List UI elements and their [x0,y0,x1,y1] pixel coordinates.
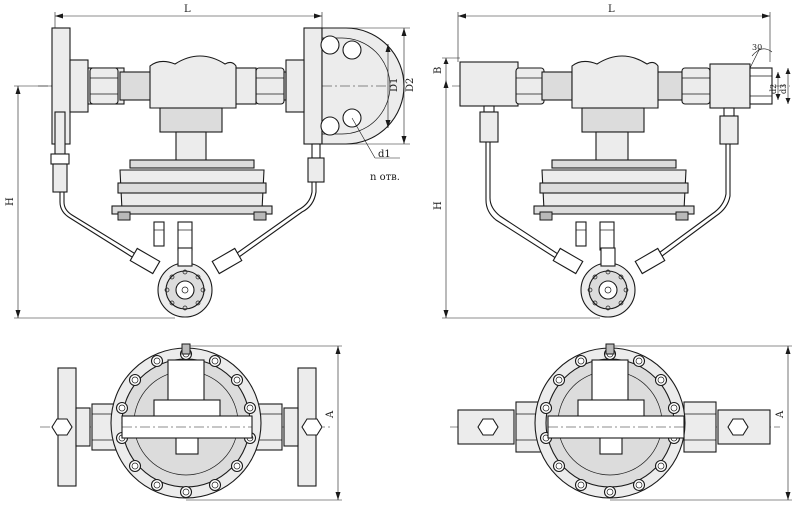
dimension-d2-label: d2 [769,84,778,94]
dimension-b: B [433,57,460,80]
dimension-b-label: B [433,67,444,74]
valve-body [149,55,237,109]
dimension-d3-label: d3 [779,84,788,94]
valve-body-right [571,55,659,109]
dimension-a-label-right: A [775,410,786,419]
thread-angle-label: 30 [752,43,762,52]
holes-count-label: n отв. [370,172,400,183]
dimension-h-right: H [433,80,600,319]
dimension-d1-label: D1 [389,78,400,92]
dimension-l-label: L [184,4,191,15]
plan-view-flanged: A [40,343,342,501]
dimension-d2-label: D2 [405,78,416,92]
dimension-h-label-right: H [433,201,444,210]
dimension-h-label: H [5,197,16,206]
dimension-a-left: A [186,345,342,501]
dimension-l-right: L [457,4,771,62]
right-flange [303,27,323,145]
hole-diameter-label: d1 [378,149,391,160]
plan-view-welded: A [450,343,792,501]
dimension-a-label: A [325,410,336,419]
dimension-l-label-right: L [608,4,615,15]
front-view-flanged: L H [5,4,416,319]
dimension-l-left: L [54,4,323,30]
front-view-welded: L H B d2 [433,4,791,319]
dimension-a-right: A [610,345,792,501]
flange-face-view: D1 D2 d1 n отв. [320,27,416,183]
